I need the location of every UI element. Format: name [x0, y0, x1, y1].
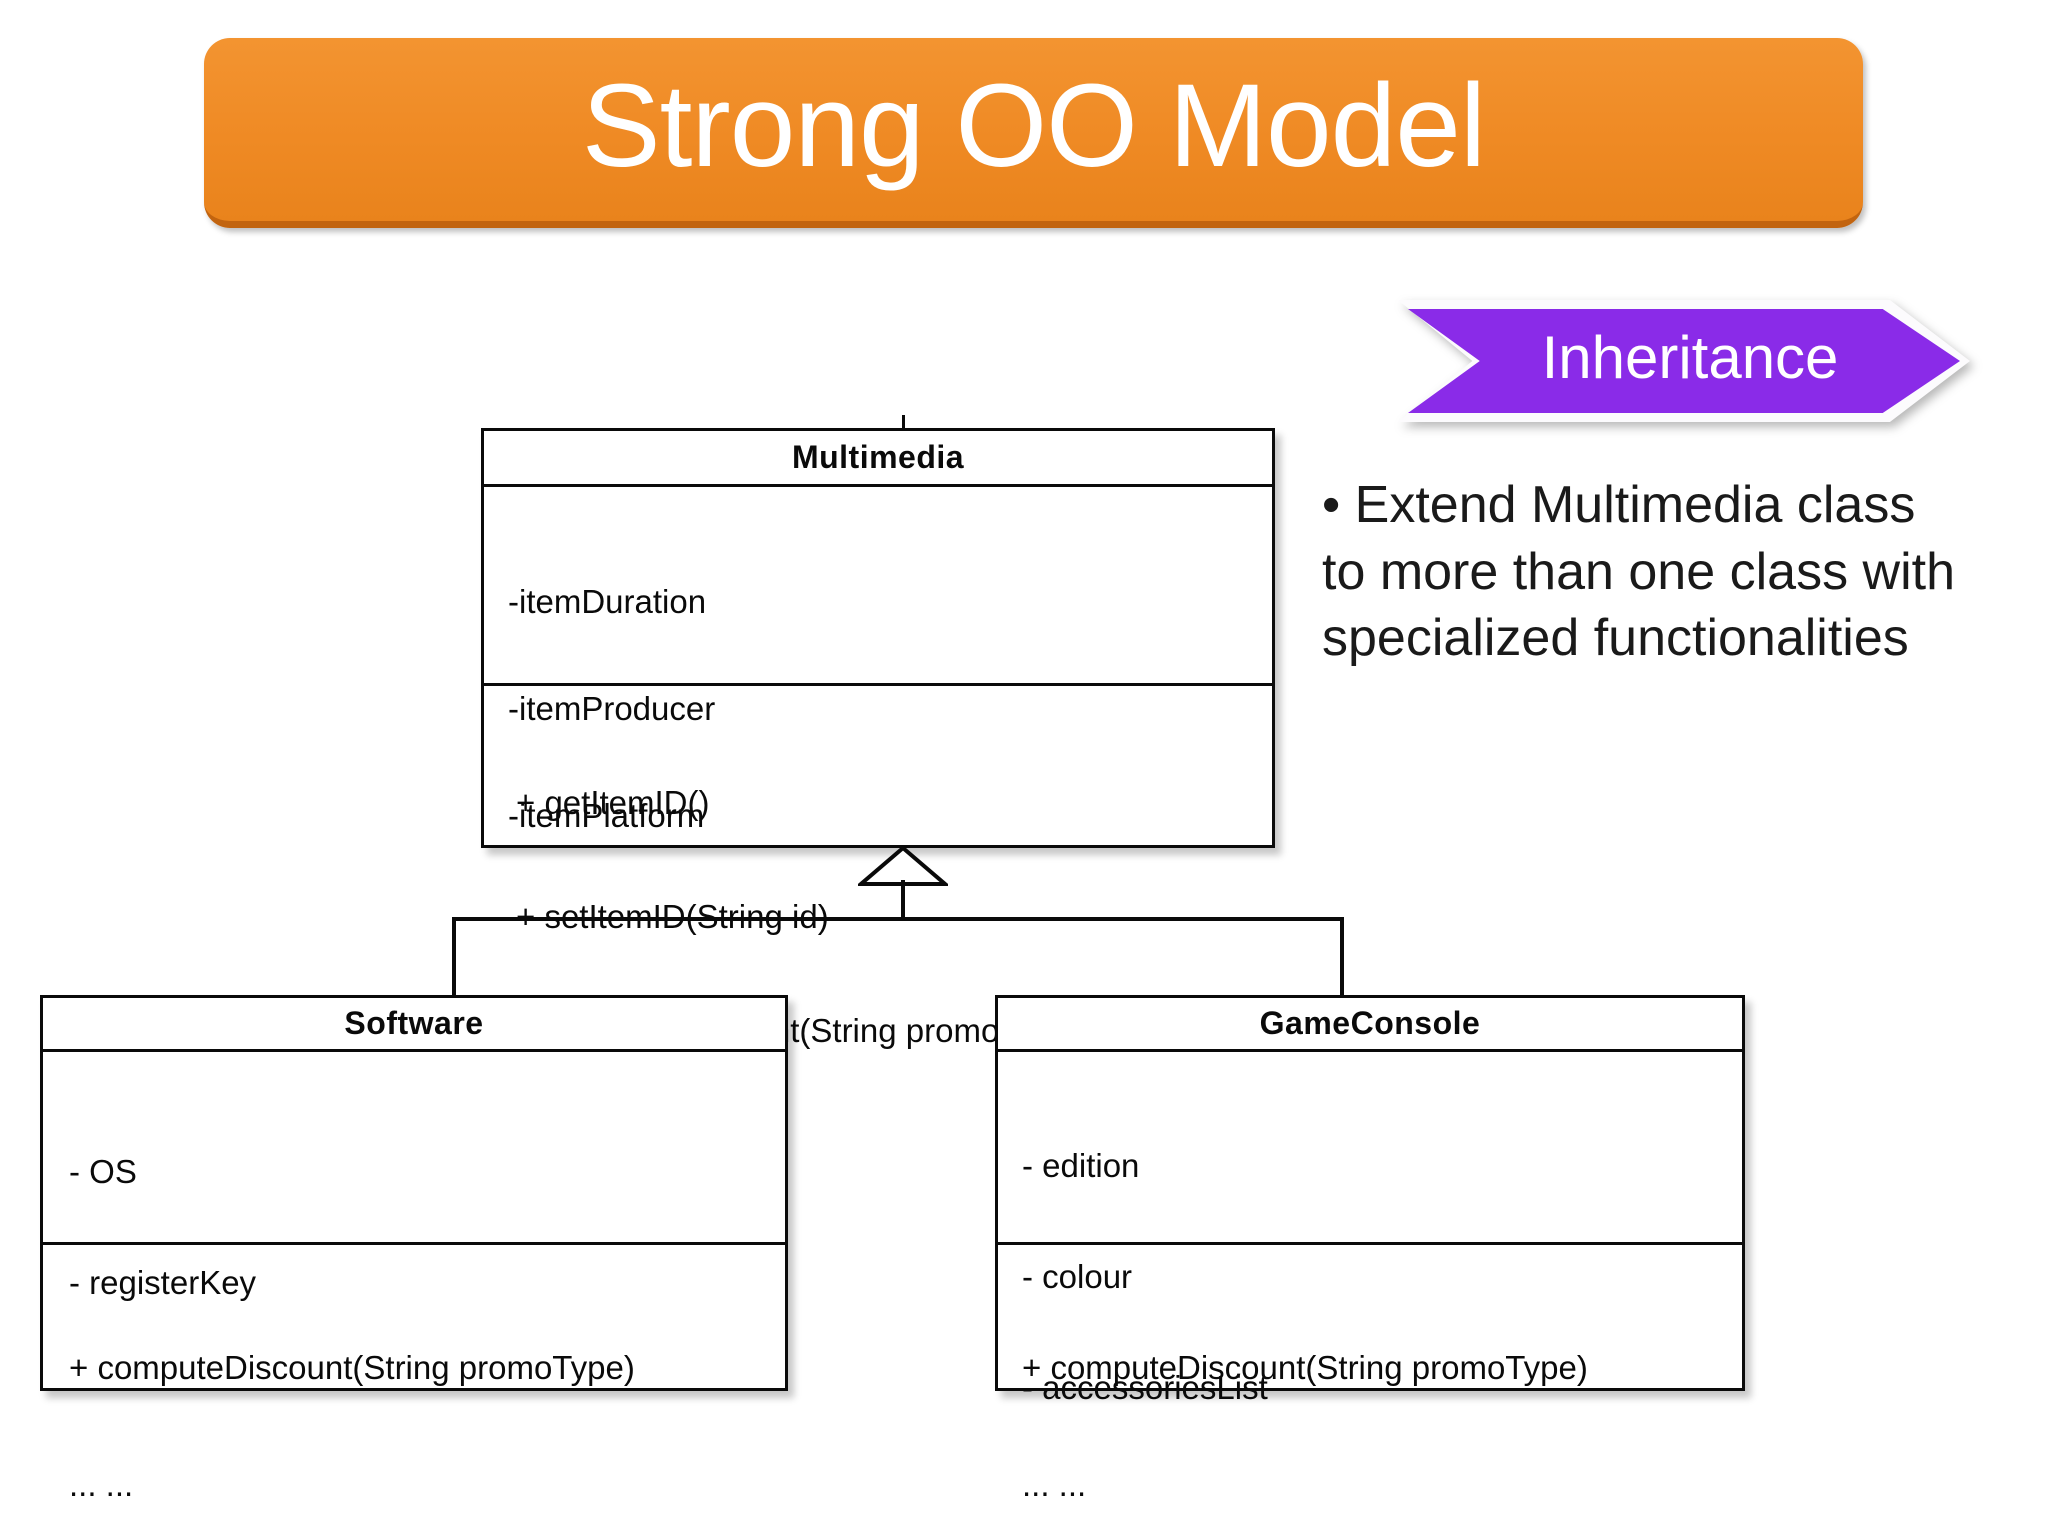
- uml-class-gameconsole: GameConsole - edition - colour - accesso…: [995, 995, 1745, 1503]
- uml-method: + computeDiscount(String promoType): [69, 1348, 635, 1386]
- uml-attribute: - colour: [1022, 1257, 1133, 1295]
- uml-class-name-gameconsole: GameConsole: [998, 998, 1742, 1052]
- uml-attributes-gameconsole: - edition - colour - accessoriesList: [998, 1052, 1742, 1406]
- uml-method: + setItemID(String id): [516, 898, 1272, 936]
- connector-vertical-stem: [901, 880, 905, 920]
- connector-branch-software: [452, 917, 456, 997]
- bullet-line-2: to more than one class with: [1322, 542, 1955, 601]
- connector-branch-gameconsole: [1340, 917, 1344, 997]
- uml-attribute: -itemProducer: [508, 690, 716, 728]
- page-title: Strong OO Model: [581, 59, 1486, 192]
- slide-title-banner: Strong OO Model: [204, 38, 1863, 228]
- bullet-line-1: • Extend Multimedia class: [1322, 476, 1916, 534]
- chevron-fill: Inheritance: [1408, 309, 1960, 413]
- uml-class-multimedia: Multimedia -itemDuration -itemProducer -…: [481, 428, 1275, 1162]
- uml-attribute: -itemPlatform: [508, 797, 705, 834]
- uml-method-ellipsis: ... ...: [1022, 1465, 1087, 1503]
- inheritance-chevron-banner: Inheritance: [1398, 300, 1970, 422]
- bullet-text-block: • Extend Multimedia class to more than o…: [1322, 472, 2032, 672]
- uml-method: + getItemID(): [516, 783, 710, 821]
- uml-attribute: - registerKey: [69, 1263, 257, 1301]
- uml-class-software: Software - OS - registerKey + computeDis…: [40, 995, 788, 1503]
- uml-attribute: - OS: [69, 1152, 137, 1190]
- chevron-label: Inheritance: [1541, 324, 1839, 391]
- uml-attribute: - edition: [1022, 1146, 1140, 1184]
- uml-methods-software: + computeDiscount(String promoType) ... …: [43, 1242, 785, 1536]
- uml-attribute: -itemDuration: [508, 583, 707, 621]
- uml-methods-gameconsole: + computeDiscount(String promoType) ... …: [998, 1242, 1742, 1536]
- uml-method-ellipsis: ... ...: [69, 1465, 134, 1503]
- uml-attribute: - accessoriesList: [1022, 1368, 1268, 1406]
- uml-class-name-software: Software: [43, 998, 785, 1052]
- uml-attributes-multimedia: -itemDuration -itemProducer -itemPlatfor…: [484, 487, 1272, 833]
- uml-method: + computeDiscount(String promoType): [1022, 1348, 1588, 1386]
- uml-attributes-software: - OS - registerKey: [43, 1052, 785, 1301]
- connector-horizontal-bus: [452, 917, 1344, 921]
- uml-class-name-multimedia: Multimedia: [484, 431, 1272, 487]
- connector-stub: [902, 415, 905, 429]
- bullet-line-3: specialized functionalities: [1322, 609, 1909, 668]
